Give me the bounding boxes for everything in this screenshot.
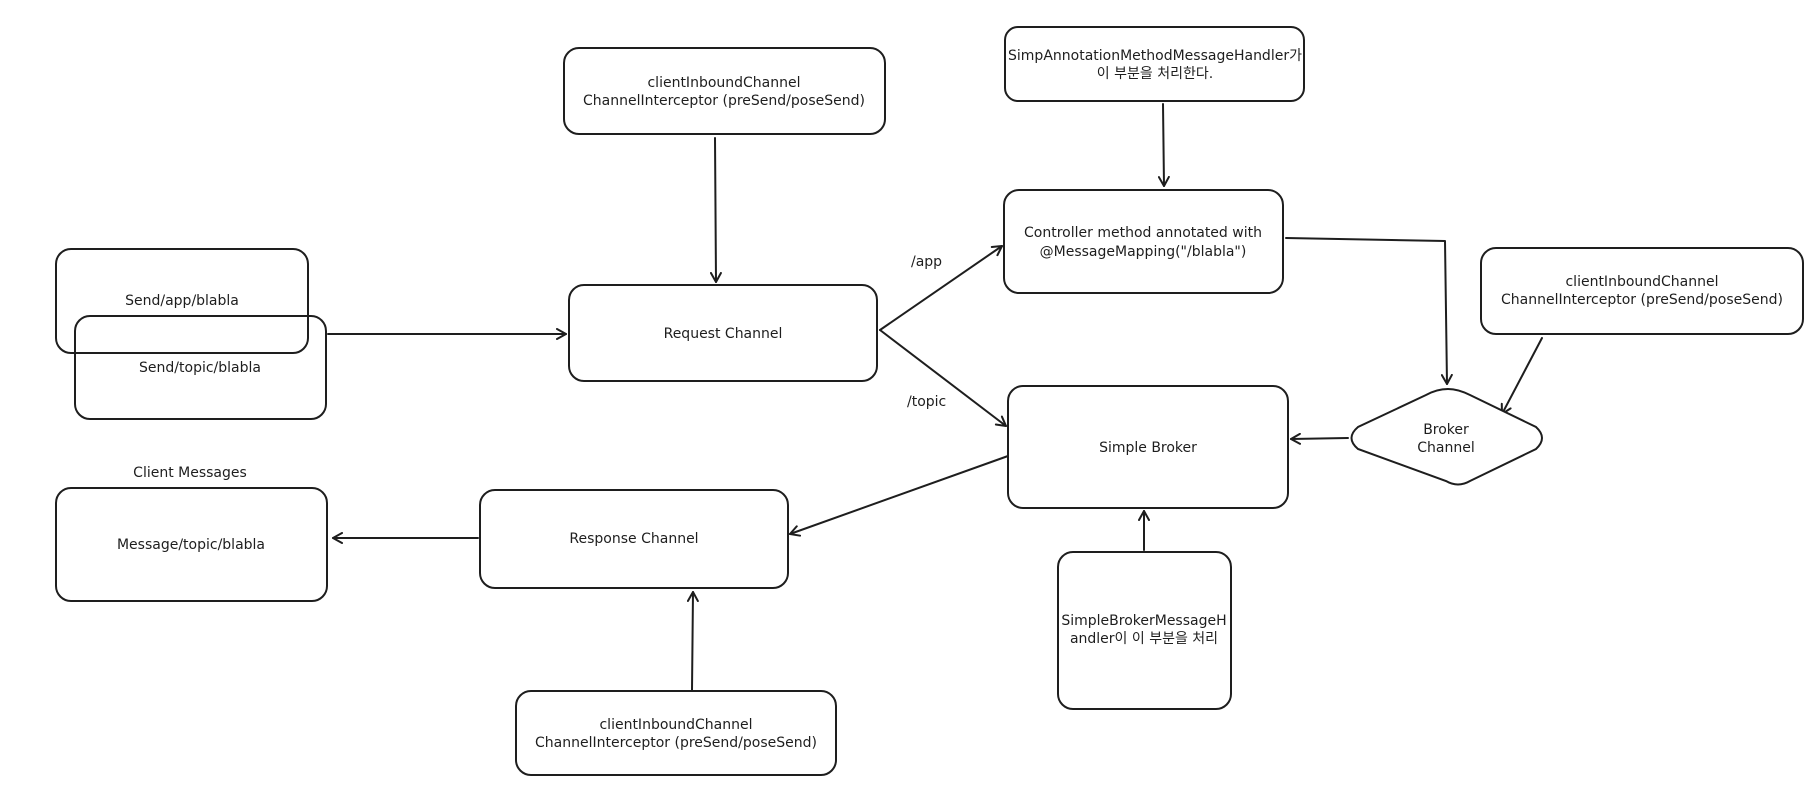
simple-broker-node: Simple Broker [1007, 385, 1289, 509]
connectors [327, 103, 1543, 691]
edge-label-topic: /topic [907, 394, 946, 410]
arrow-interceptor-to-response-channel [686, 591, 699, 691]
edge-label-app: /app [911, 254, 942, 270]
arrow-request-to-simple-broker [879, 329, 1007, 427]
simple-broker-handler-note-node: SimpleBrokerMessageH andler이 이 부분을 처리 [1057, 551, 1232, 710]
interceptor-bottom-line-2: ChannelInterceptor (preSend/poseSend) [535, 735, 817, 751]
interceptor-right-line-2: ChannelInterceptor (preSend/poseSend) [1501, 292, 1783, 308]
response-channel-node: Response Channel [479, 489, 789, 589]
interceptor-bottom-node: clientInboundChannel ChannelInterceptor … [515, 690, 837, 776]
arrow-request-to-controller [879, 245, 1003, 331]
send-topic-node: Send/topic/blabla [74, 315, 327, 420]
arrow-broker-channel-to-simple-broker [1290, 432, 1349, 445]
simple-broker-label: Simple Broker [1099, 440, 1197, 456]
broker-channel-line-1: Broker [1423, 422, 1469, 438]
handler-note-line-2: andler이 이 부분을 처리 [1070, 631, 1218, 647]
arrow-note-to-controller [1157, 103, 1170, 187]
simp-annotation-note-line-1: SimpAnnotationMethodMessageHandler가 [1008, 48, 1302, 64]
send-app-node: Send/app/blabla [55, 248, 309, 354]
controller-line-2: @MessageMapping("/blabla") [1040, 244, 1247, 260]
interceptor-right-line-1: clientInboundChannel [1565, 274, 1718, 290]
client-messages-group: Client Messages Message/topic/blabla [55, 465, 328, 602]
broker-channel-line-2: Channel [1417, 440, 1474, 456]
broker-channel-node: Broker Channel [1350, 387, 1543, 486]
handler-note-line-1: SimpleBrokerMessageH [1061, 613, 1226, 629]
arrow-interceptor-to-broker-channel [1500, 337, 1543, 415]
send-app-label: Send/app/blabla [125, 293, 239, 309]
request-channel-label: Request Channel [664, 326, 783, 342]
response-channel-label: Response Channel [569, 531, 698, 547]
interceptor-top-line-2: ChannelInterceptor (preSend/poseSend) [583, 93, 865, 109]
arrow-interceptor-to-request-channel [709, 137, 722, 283]
arrow-controller-to-broker-channel [1285, 237, 1453, 385]
interceptor-bottom-line-1: clientInboundChannel [599, 717, 752, 733]
controller-line-1: Controller method annotated with [1024, 225, 1262, 241]
request-channel-node: Request Channel [568, 284, 878, 382]
message-topic-label: Message/topic/blabla [117, 537, 265, 553]
interceptor-top-line-1: clientInboundChannel [647, 75, 800, 91]
controller-node: Controller method annotated with @Messag… [1003, 189, 1284, 294]
interceptor-right-node: clientInboundChannel ChannelInterceptor … [1480, 247, 1804, 335]
interceptor-top-node: clientInboundChannel ChannelInterceptor … [563, 47, 886, 135]
client-messages-title: Client Messages [133, 465, 247, 481]
send-topic-label: Send/topic/blabla [139, 360, 261, 376]
simp-annotation-note-node: SimpAnnotationMethodMessageHandler가 이 부분… [1004, 26, 1305, 102]
arrow-simple-broker-to-response-channel [789, 455, 1009, 537]
simp-annotation-note-line-2: 이 부분을 처리한다. [1097, 66, 1213, 82]
